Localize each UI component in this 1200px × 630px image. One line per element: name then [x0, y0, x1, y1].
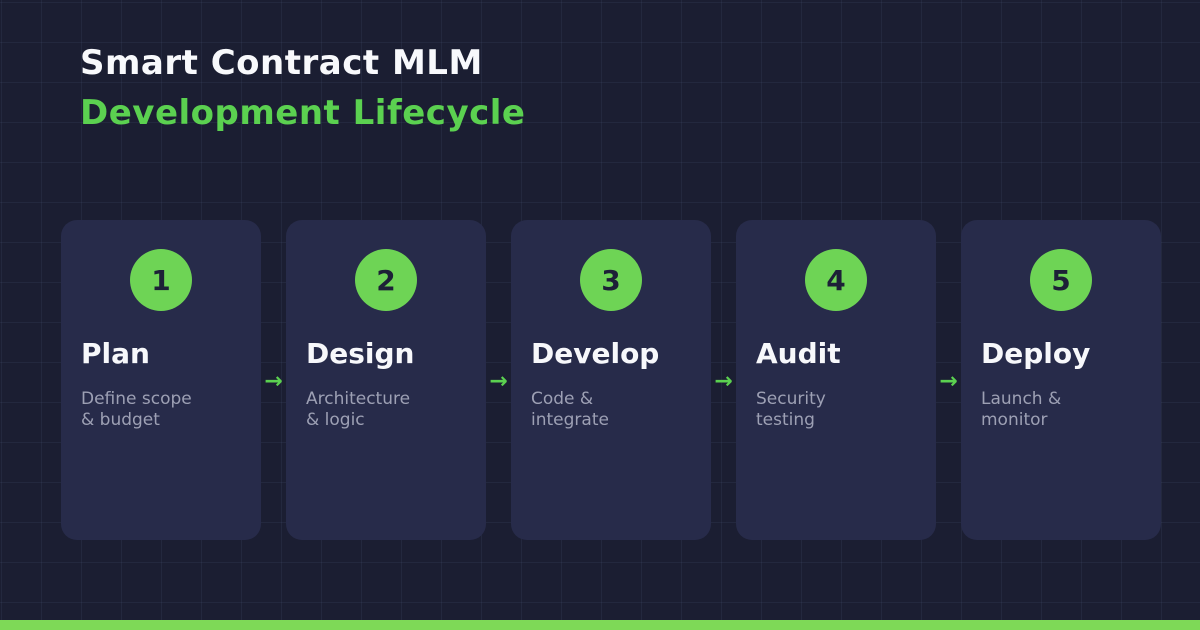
flow-arrow-icon-3: → — [714, 369, 733, 394]
step-card-plan: 1 Plan Define scope & budget — [61, 220, 261, 540]
page-title-line2: Development Lifecycle — [80, 93, 526, 133]
step-number-4: 4 — [826, 263, 846, 297]
flow-arrow-icon-2: → — [489, 369, 508, 394]
step-number-badge-2: 2 — [355, 249, 417, 311]
step-description-develop: Code & integrate — [531, 389, 609, 430]
step-number-badge-1: 1 — [130, 249, 192, 311]
step-title-design: Design — [306, 337, 415, 370]
flow-arrow-icon-4: → — [939, 369, 958, 394]
step-description-audit: Security testing — [756, 389, 826, 430]
steps-row: 1 Plan Define scope & budget → 2 Design … — [61, 220, 1161, 540]
header: Smart Contract MLM Development Lifecycle — [80, 38, 526, 138]
step-number-badge-3: 3 — [580, 249, 642, 311]
flow-arrow-icon-1: → — [264, 369, 283, 394]
step-title-audit: Audit — [756, 337, 841, 370]
step-description-plan: Define scope & budget — [81, 389, 192, 430]
step-title-plan: Plan — [81, 337, 150, 370]
step-number-3: 3 — [601, 263, 621, 297]
step-number-1: 1 — [151, 263, 171, 297]
page-title-line1: Smart Contract MLM — [80, 43, 483, 83]
step-description-design: Architecture & logic — [306, 389, 411, 430]
step-number-badge-5: 5 — [1030, 249, 1092, 311]
step-card-audit: 4 Audit Security testing — [736, 220, 936, 540]
step-number-badge-4: 4 — [805, 249, 867, 311]
bottom-accent-bar — [0, 620, 1200, 630]
step-title-deploy: Deploy — [981, 337, 1091, 370]
step-title-develop: Develop — [531, 337, 660, 370]
step-number-2: 2 — [376, 263, 396, 297]
step-card-design: 2 Design Architecture & logic — [286, 220, 486, 540]
step-card-develop: 3 Develop Code & integrate — [511, 220, 711, 540]
step-card-deploy: 5 Deploy Launch & monitor — [961, 220, 1161, 540]
step-number-5: 5 — [1051, 263, 1071, 297]
step-description-deploy: Launch & monitor — [981, 389, 1062, 430]
